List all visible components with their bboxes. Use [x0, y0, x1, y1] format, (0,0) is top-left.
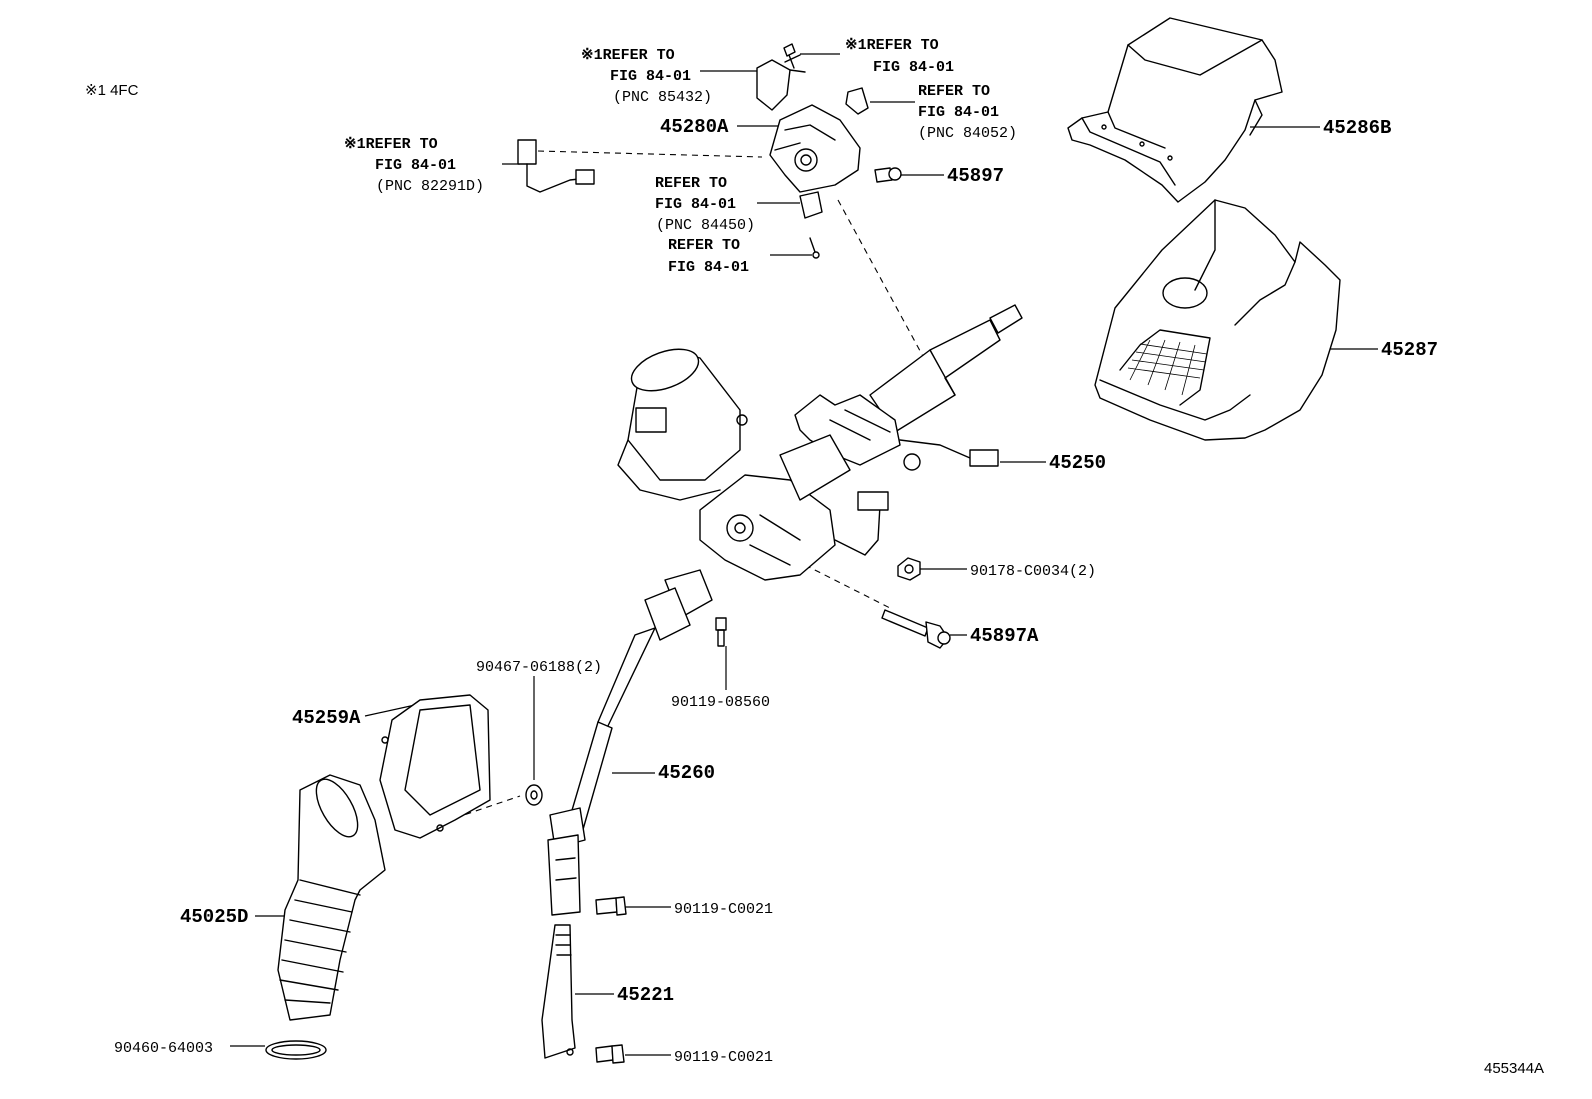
svg-text:(PNC 85432): (PNC 85432) [613, 89, 712, 106]
ref-pnc-84450[interactable]: REFER TO FIG 84-01 (PNC 84450) [655, 175, 755, 234]
bolt-45897-icon[interactable] [874, 167, 902, 183]
leader-lines [230, 53, 1378, 1056]
part-label-45259a[interactable]: 45259A [292, 707, 361, 729]
svg-text:FIG 84-01: FIG 84-01 [668, 259, 749, 276]
ref-pnc-85432[interactable]: ※1REFER TO FIG 84-01 (PNC 85432) [581, 47, 712, 106]
clamp-90460-64003-icon[interactable] [265, 1040, 327, 1060]
lower-column-cover-45287[interactable] [1094, 199, 1341, 441]
svg-text:FIG 84-01: FIG 84-01 [375, 157, 456, 174]
screw-top-icon[interactable] [783, 43, 796, 69]
svg-text:※1REFER TO: ※1REFER TO [845, 37, 939, 54]
svg-text:REFER TO: REFER TO [668, 237, 740, 254]
svg-text:(PNC 84450): (PNC 84450) [656, 217, 755, 234]
bolt-90119-c0021-upper-icon[interactable] [595, 896, 627, 916]
part-label-90460-64003[interactable]: 90460-64003 [114, 1040, 213, 1057]
clip-90467-06188-icon[interactable] [525, 784, 543, 806]
ref-pnc-84052[interactable]: REFER TO FIG 84-01 (PNC 84052) [918, 83, 1017, 142]
steering-boot-45025d[interactable] [277, 773, 386, 1021]
intermediate-shaft-45260[interactable] [547, 569, 713, 916]
svg-text:※1REFER TO: ※1REFER TO [344, 136, 438, 153]
part-label-45287[interactable]: 45287 [1381, 339, 1438, 361]
part-label-45260[interactable]: 45260 [658, 762, 715, 784]
part-label-90119-08560[interactable]: 90119-08560 [671, 694, 770, 711]
svg-text:REFER TO: REFER TO [655, 175, 727, 192]
ref-fig-84-01-top[interactable]: ※1REFER TO FIG 84-01 [845, 37, 954, 76]
figure-id: 455344A [1484, 1060, 1544, 1077]
clip-84052[interactable] [845, 87, 869, 115]
diagram-note: ※1 4FC [85, 82, 139, 99]
clip-84450[interactable] [799, 191, 823, 219]
part-label-45250[interactable]: 45250 [1049, 452, 1106, 474]
bolt-90119-c0021-lower-icon[interactable] [595, 1044, 625, 1064]
svg-text:REFER TO: REFER TO [918, 83, 990, 100]
part-label-45286b[interactable]: 45286B [1323, 117, 1391, 139]
switch-body-45280a[interactable] [769, 104, 861, 193]
part-label-90119-c0021-lower[interactable]: 90119-C0021 [674, 1049, 773, 1066]
svg-text:FIG 84-01: FIG 84-01 [873, 59, 954, 76]
screw-small-icon[interactable] [809, 237, 820, 259]
part-label-90119-c0021-upper[interactable]: 90119-C0021 [674, 901, 773, 918]
column-hole-cover-45259a[interactable] [379, 694, 491, 839]
part-label-45897a[interactable]: 45897A [970, 625, 1039, 647]
part-label-90467-06188[interactable]: 90467-06188(2) [476, 659, 602, 676]
part-label-45897[interactable]: 45897 [947, 165, 1004, 187]
bolt-45897a-icon[interactable] [881, 609, 951, 649]
connector-85432[interactable] [756, 54, 806, 111]
bolt-90119-08560-icon[interactable] [715, 617, 727, 647]
wire-harness-82291d[interactable] [517, 139, 595, 193]
steering-column-45250[interactable] [617, 304, 1023, 581]
part-label-45280a[interactable]: 45280A [660, 116, 729, 138]
svg-text:FIG 84-01: FIG 84-01 [655, 196, 736, 213]
svg-text:FIG 84-01: FIG 84-01 [610, 68, 691, 85]
ref-pnc-82291d[interactable]: ※1REFER TO FIG 84-01 (PNC 82291D) [344, 136, 484, 195]
ref-fig-84-01-screw[interactable]: REFER TO FIG 84-01 [668, 237, 749, 276]
svg-text:FIG 84-01: FIG 84-01 [918, 104, 999, 121]
svg-text:(PNC 84052): (PNC 84052) [918, 125, 1017, 142]
lower-shaft-45221[interactable] [541, 924, 576, 1059]
part-label-45221[interactable]: 45221 [617, 984, 674, 1006]
nut-90178-c0034-icon[interactable] [897, 557, 921, 581]
part-label-45025d[interactable]: 45025D [180, 906, 248, 928]
upper-column-cover-45286b[interactable] [1067, 17, 1283, 203]
svg-text:※1REFER TO: ※1REFER TO [581, 47, 675, 64]
part-label-90178-c0034[interactable]: 90178-C0034(2) [970, 563, 1096, 580]
svg-text:(PNC 82291D): (PNC 82291D) [376, 178, 484, 195]
